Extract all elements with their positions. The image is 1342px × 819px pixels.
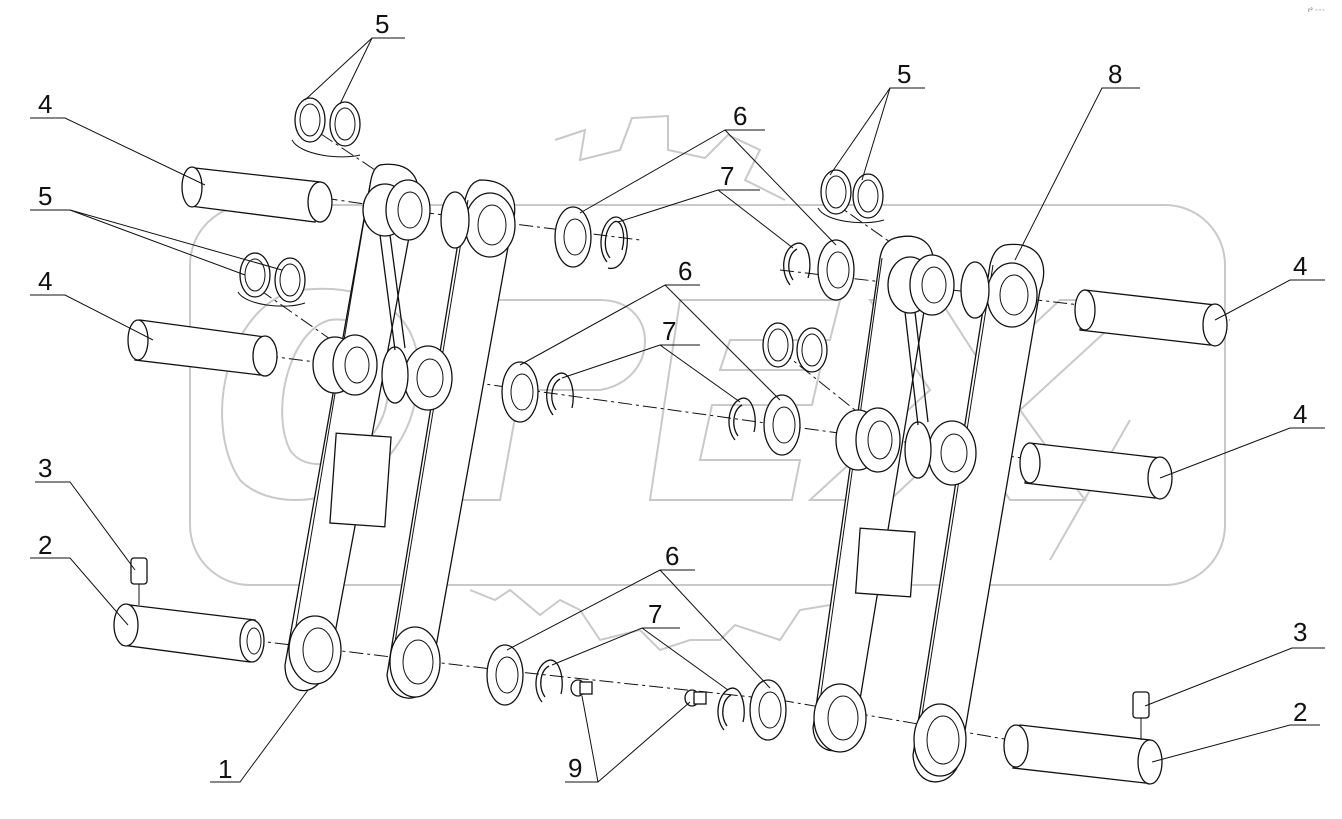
bushing-pair-mid-left: [237, 252, 306, 307]
callout-4-mid-left: 4: [38, 266, 52, 296]
left-link-inner: [386, 179, 516, 699]
callout-6-mid: 6: [678, 256, 692, 286]
callout-3-left: 3: [38, 453, 52, 483]
pin-upper-right: [1074, 289, 1228, 347]
callout-6-bottom: 6: [665, 541, 679, 571]
leader-lines: [30, 37, 1325, 783]
left-bosses: [312, 179, 516, 411]
callout-3-right: 3: [1293, 617, 1307, 647]
bushing-pair-mid-right: [762, 322, 828, 373]
pin-mid-left: [127, 319, 278, 377]
corner-mark: r² ◦◦◦: [1308, 7, 1325, 14]
retaining-rings: [535, 216, 811, 731]
callout-7-mid: 7: [662, 316, 676, 346]
callout-labels: 1 2 2 3 3 4 4 4 4 5 5 5 6 6 6 7 7 7 8 9: [38, 9, 1307, 784]
left-link-outer: [284, 163, 419, 692]
pin-lower-left: [113, 557, 265, 663]
callout-5-top-right: 5: [897, 59, 911, 89]
callout-8: 8: [1108, 59, 1122, 89]
right-bosses: [835, 254, 1038, 486]
right-link-inner: [912, 243, 1045, 783]
callout-1: 1: [218, 754, 232, 784]
pin-upper-left: [181, 166, 333, 223]
callout-7-top: 7: [720, 161, 734, 191]
washers: [486, 206, 855, 741]
callout-5-top-left: 5: [375, 9, 389, 39]
callout-4-upper-right: 4: [1293, 251, 1307, 281]
pin-mid-right: [1019, 442, 1173, 500]
callout-6-top: 6: [733, 101, 747, 131]
callout-7-bottom: 7: [648, 599, 662, 629]
bushing-pair-top-right: [817, 169, 885, 224]
callout-2-right: 2: [1293, 697, 1307, 727]
callout-5-mid-left: 5: [38, 181, 52, 211]
right-link-outer: [812, 235, 934, 753]
grease-nipples: [570, 679, 707, 707]
bushing-pair-top-left: [291, 97, 361, 158]
callout-9: 9: [568, 753, 582, 783]
callout-2-left: 2: [38, 530, 52, 560]
pin-lower-right: [1003, 691, 1163, 785]
callout-4-upper-left: 4: [38, 89, 52, 119]
callout-4-mid-right: 4: [1293, 399, 1307, 429]
